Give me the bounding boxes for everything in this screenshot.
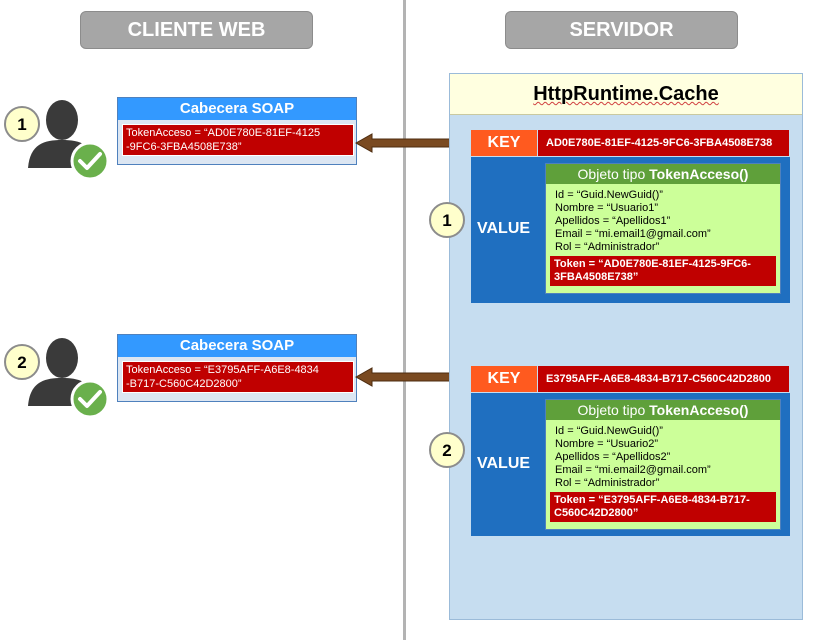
property-nombre: Nombre = “Usuario2” [555, 438, 659, 450]
property-apellidos: Apellidos = “Apellidos1” [555, 215, 671, 227]
soap-header-title: Cabecera SOAP [118, 98, 356, 120]
client-header: CLIENTE WEB [80, 11, 313, 49]
property-id: Id = “Guid.NewGuid()” [555, 189, 663, 201]
token-object-2: Objeto tipo TokenAcceso() Id = “Guid.New… [545, 399, 781, 530]
soap-token: TokenAcceso = “AD0E780E-81EF-4125 -9FC6-… [122, 124, 354, 156]
soap-header-box-2: Cabecera SOAP TokenAcceso = “E3795AFF-A6… [117, 334, 357, 402]
property-nombre: Nombre = “Usuario1” [555, 202, 659, 214]
property-id: Id = “Guid.NewGuid()” [555, 425, 663, 437]
column-divider [403, 0, 406, 640]
value-label-text: VALUE [477, 455, 531, 472]
object-type: TokenAcceso() [649, 402, 749, 418]
object-token: Token = “E3795AFF-A6E8-4834-B717- C560C4… [550, 492, 776, 522]
key-label-2: KEY [471, 366, 537, 392]
object-title-prefix: Objeto tipo [577, 402, 650, 418]
soap-header-box-1: Cabecera SOAP TokenAcceso = “AD0E780E-81… [117, 97, 357, 165]
object-type: TokenAcceso() [649, 166, 749, 182]
object-token: Token = “AD0E780E-81EF-4125-9FC6- 3FBA45… [550, 256, 776, 286]
object-token-line-1: Token = “AD0E780E-81EF-4125-9FC6- [554, 258, 751, 270]
object-title: Objeto tipo TokenAcceso() [546, 400, 780, 420]
entry-badge-1: 1 [429, 202, 465, 238]
key-label-1: KEY [471, 130, 537, 156]
soap-token-line-2: -B717-C560C42D2800” [126, 378, 242, 390]
entry-badge-2: 2 [429, 432, 465, 468]
property-rol: Rol = “Administrador” [555, 477, 660, 489]
soap-token-line-2: -9FC6-3FBA4508E738” [126, 141, 242, 153]
cache-title: HttpRuntime.Cache [450, 74, 802, 115]
soap-header-title: Cabecera SOAP [118, 335, 356, 357]
object-token-line-1: Token = “E3795AFF-A6E8-4834-B717- [554, 494, 750, 506]
value-label-text: VALUE [477, 220, 531, 237]
property-rol: Rol = “Administrador” [555, 241, 660, 253]
key-value-1: AD0E780E-81EF-4125-9FC6-3FBA4508E738 [538, 130, 789, 156]
object-token-line-2: 3FBA4508E738” [554, 271, 639, 283]
soap-token: TokenAcceso = “E3795AFF-A6E8-4834 -B717-… [122, 361, 354, 393]
object-title: Objeto tipo TokenAcceso() [546, 164, 780, 184]
client-badge-1: 1 [4, 106, 40, 142]
object-token-line-2: C560C42D2800” [554, 507, 639, 519]
checkmark-icon [70, 379, 110, 419]
soap-token-line-1: TokenAcceso = “AD0E780E-81EF-4125 [126, 127, 321, 139]
property-email: Email = “mi.email2@gmail.com” [555, 464, 711, 476]
object-properties: Id = “Guid.NewGuid()” Nombre = “Usuario1… [546, 184, 780, 254]
cache-title-text: HttpRuntime.Cache [533, 83, 719, 105]
token-object-1: Objeto tipo TokenAcceso() Id = “Guid.New… [545, 163, 781, 294]
property-email: Email = “mi.email1@gmail.com” [555, 228, 711, 240]
soap-token-line-1: TokenAcceso = “E3795AFF-A6E8-4834 [126, 364, 319, 376]
client-badge-2: 2 [4, 344, 40, 380]
server-header: SERVIDOR [505, 11, 738, 49]
object-title-prefix: Objeto tipo [577, 166, 650, 182]
checkmark-icon [70, 141, 110, 181]
key-value-2: E3795AFF-A6E8-4834-B717-C560C42D2800 [538, 366, 789, 392]
object-properties: Id = “Guid.NewGuid()” Nombre = “Usuario2… [546, 420, 780, 490]
property-apellidos: Apellidos = “Apellidos2” [555, 451, 671, 463]
